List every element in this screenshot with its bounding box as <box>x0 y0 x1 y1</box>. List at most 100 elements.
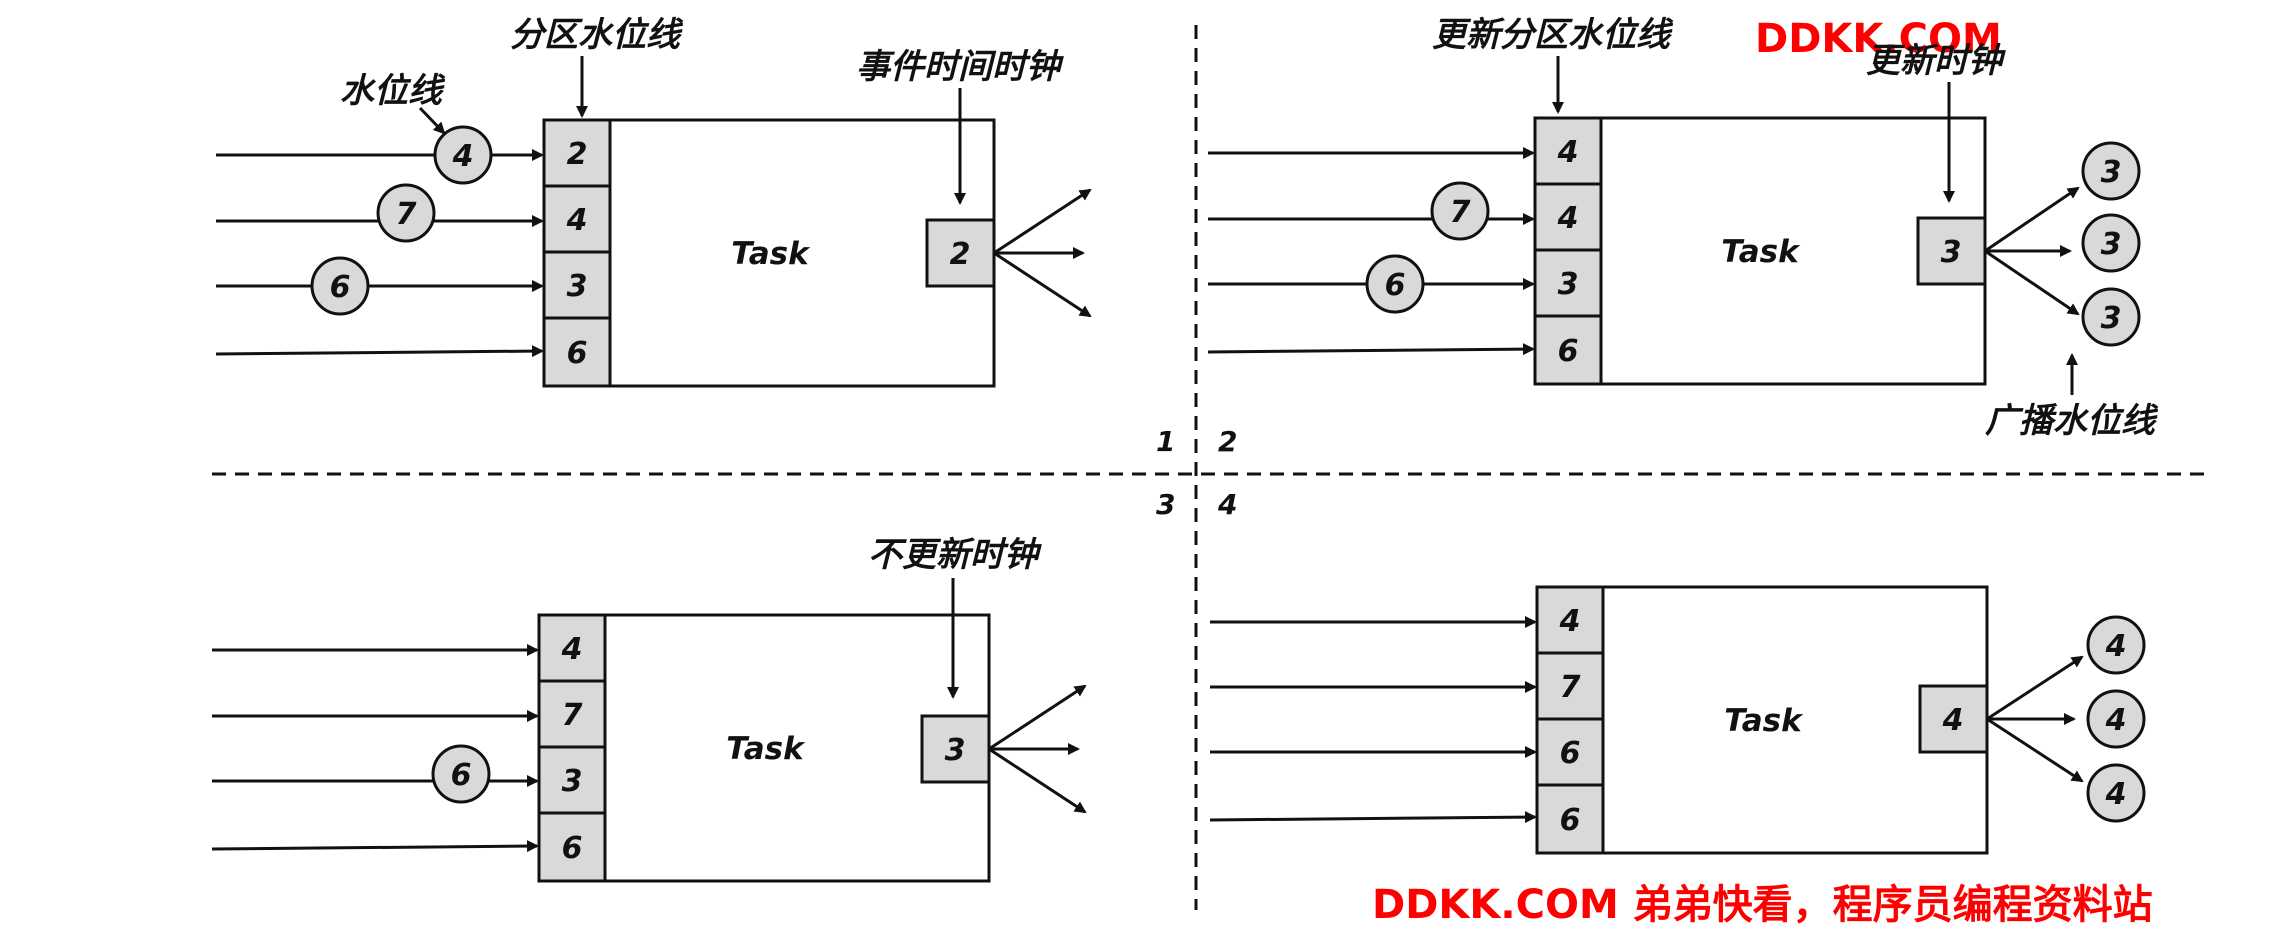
event-time-clock-label: 事件时间时钟 <box>856 47 1064 87</box>
partition-value: 6 <box>1560 736 1581 771</box>
partition-stack: 4 4 3 6 <box>1533 116 1603 386</box>
partition-cell <box>537 613 607 683</box>
partition-cell <box>1533 314 1603 386</box>
task-box <box>1533 116 1987 386</box>
partition-cell <box>542 316 612 388</box>
partition-cell <box>1533 116 1603 186</box>
output-arrow <box>1986 717 2084 783</box>
partition-value: 6 <box>1560 803 1581 838</box>
partition-value: 6 <box>562 831 583 866</box>
watermark-value: 6 <box>451 758 472 793</box>
task-label: Task <box>1721 234 1801 270</box>
partition-value: 3 <box>1558 267 1579 302</box>
output-arrow <box>993 188 1092 255</box>
clock-value: 3 <box>945 733 966 768</box>
partition-value: 4 <box>561 632 583 667</box>
watermark-text-top: DDKK.COM <box>1755 16 2002 62</box>
broadcast-watermark-circle <box>2081 141 2141 201</box>
broadcast-watermark-label: 广播水位线 <box>1985 401 2159 441</box>
panel-3: Task 4 7 3 6 6 3 不更新时钟 <box>211 535 1087 883</box>
panel-2: Task 4 4 3 6 7 6 3 3 3 3 更新分区水位线 更新时 <box>1207 15 2159 441</box>
partition-value: 6 <box>567 336 588 371</box>
broadcast-watermark-value: 4 <box>2105 703 2127 738</box>
broadcast-watermark-value: 4 <box>2105 629 2127 664</box>
input-arrow <box>1207 343 1535 356</box>
quadrant-number-1: 1 <box>1156 425 1175 458</box>
broadcast-watermark-value: 3 <box>2101 155 2122 190</box>
task-box <box>542 118 996 388</box>
unchanged-clock-box <box>920 714 991 784</box>
watermark-line-label: 水位线 <box>340 71 446 111</box>
watermark-circle <box>310 256 370 316</box>
partition-value: 7 <box>562 698 583 733</box>
partition-cell <box>542 184 612 254</box>
watermark-value: 6 <box>330 270 351 305</box>
partition-cell <box>1533 182 1603 252</box>
quadrant-number-4: 4 <box>1217 488 1237 521</box>
output-arrow <box>1984 249 2080 316</box>
task-box <box>537 613 991 883</box>
partition-value: 3 <box>562 764 583 799</box>
watermark-circle <box>1430 181 1490 241</box>
watermark-circle <box>1365 254 1425 314</box>
partition-value: 2 <box>567 137 588 172</box>
partition-cell <box>537 745 607 815</box>
partition-value: 4 <box>1559 604 1581 639</box>
input-arrow <box>215 345 544 358</box>
task-label: Task <box>731 236 811 272</box>
label-pointer <box>418 106 446 135</box>
partition-stack: 4 7 3 6 <box>537 613 607 883</box>
partition-cell <box>537 679 607 749</box>
watermark-circle <box>376 183 436 243</box>
input-arrow <box>1209 811 1537 824</box>
partition-cell <box>1535 585 1605 655</box>
output-arrow <box>988 684 1087 751</box>
watermark-value: 7 <box>396 197 417 232</box>
output-arrow <box>988 747 1087 814</box>
update-partition-watermark-label: 更新分区水位线 <box>1432 15 1674 55</box>
watermark-value: 4 <box>452 139 474 174</box>
output-arrow <box>1986 655 2084 721</box>
partition-cell <box>1535 783 1605 855</box>
broadcast-watermark-circle <box>2081 213 2141 273</box>
task-label: Task <box>726 731 806 767</box>
output-arrow <box>993 251 1092 318</box>
clock-value: 3 <box>1941 235 1962 270</box>
clock-value: 2 <box>950 237 971 272</box>
panel-4: Task 4 7 6 6 4 4 4 4 <box>1209 585 2146 855</box>
broadcast-watermark-value: 3 <box>2101 227 2122 262</box>
updated-clock-box <box>1916 216 1987 286</box>
input-arrow <box>211 840 539 853</box>
partition-watermark-label: 分区水位线 <box>510 15 684 55</box>
partition-value: 7 <box>1560 670 1581 705</box>
partition-value: 4 <box>566 203 588 238</box>
broadcast-watermark-circle <box>2086 615 2146 675</box>
partition-value: 4 <box>1557 201 1579 236</box>
partition-stack: 2 4 3 6 <box>542 118 612 388</box>
updated-clock-box <box>1918 684 1989 754</box>
partition-stack: 4 7 6 6 <box>1535 585 1605 855</box>
update-clock-label: 更新时钟 <box>1866 41 2006 81</box>
quadrant-number-2: 2 <box>1218 425 1237 458</box>
partition-value: 4 <box>1557 135 1579 170</box>
partition-cell <box>542 250 612 320</box>
output-arrow <box>1984 186 2080 253</box>
watermark-value: 6 <box>1385 268 1406 303</box>
clock-value: 4 <box>1942 703 1964 738</box>
broadcast-watermark-circle <box>2081 287 2141 347</box>
watermark-text-bottom: DDKK.COM 弟弟快看，程序员编程资料站 <box>1372 882 2153 928</box>
task-label: Task <box>1724 703 1804 739</box>
partition-value: 3 <box>567 269 588 304</box>
panel-1: Task 2 4 3 6 4 7 6 2 水位线 分区水位 <box>215 15 1092 388</box>
watermark-circle <box>431 744 491 804</box>
broadcast-watermark-value: 3 <box>2101 301 2122 336</box>
broadcast-watermark-circle <box>2086 763 2146 823</box>
partition-cell <box>537 811 607 883</box>
watermark-value: 7 <box>1450 195 1471 230</box>
quadrant-number-3: 3 <box>1156 488 1175 521</box>
partition-value: 6 <box>1558 334 1579 369</box>
broadcast-watermark-value: 4 <box>2105 777 2127 812</box>
broadcast-watermark-circle <box>2086 689 2146 749</box>
no-update-clock-label: 不更新时钟 <box>868 535 1042 575</box>
